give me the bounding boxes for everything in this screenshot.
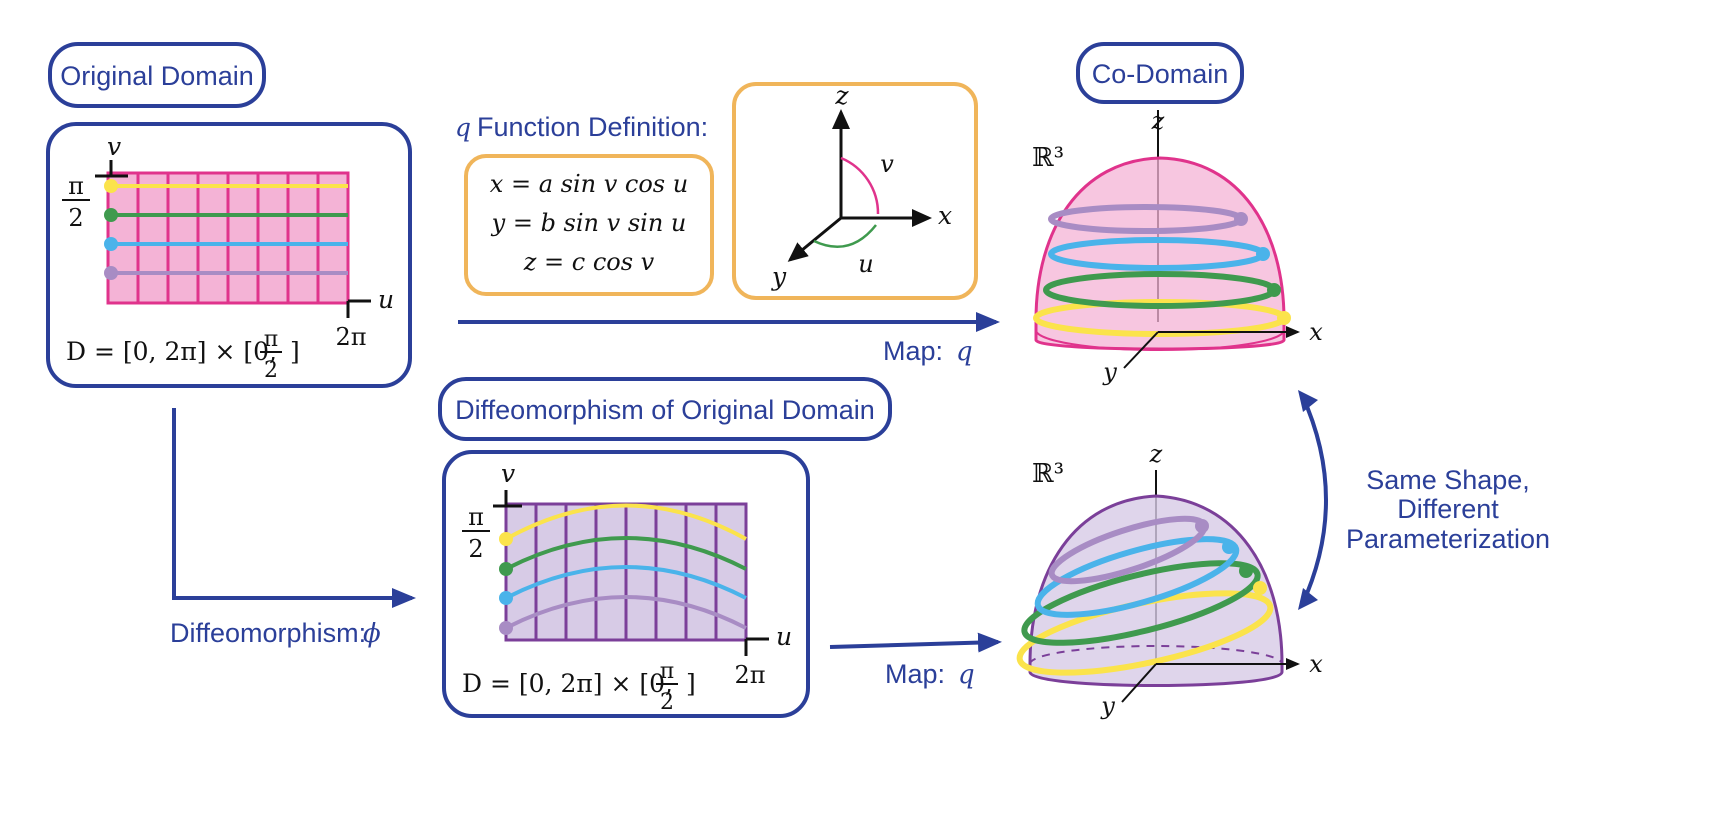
spherical-axes-box: z x y v u <box>732 81 978 300</box>
top-z-label: z <box>1151 107 1165 135</box>
map-label-bottom: Map: <box>885 659 945 689</box>
spherical-z-label: z <box>834 81 849 110</box>
co-domain-label: Co-Domain <box>1076 42 1244 104</box>
map-label-top: Map: <box>883 336 943 366</box>
orig-v-label: v <box>107 132 121 161</box>
top-hemisphere: ℝ³ z x y <box>1032 107 1323 386</box>
bottom-x-label: x <box>1309 650 1323 678</box>
bottom-hemisphere: ℝ³ z x y <box>1016 440 1323 720</box>
orig-domain-formula: D = [0, 2π] × [0, <box>66 337 277 366</box>
diffeomorphism-arrow <box>172 408 416 608</box>
diffeo-formula-frac-den: 2 <box>660 690 674 715</box>
equation-x: x = a sin v cos u <box>490 170 688 198</box>
orig-u-label: u <box>378 285 394 314</box>
same-shape-line2: Different <box>1397 494 1499 524</box>
original-domain-grid <box>106 171 350 305</box>
co-domain-text: Co-Domain <box>1092 59 1229 89</box>
original-domain-text: Original Domain <box>60 61 254 91</box>
original-domain-label: Original Domain <box>48 42 266 108</box>
orig-two-label: 2 <box>68 204 83 232</box>
diffeo-v-label: v <box>501 459 515 488</box>
diffeo-two-label: 2 <box>468 535 483 563</box>
bottom-r3-label: ℝ³ <box>1032 459 1064 489</box>
bottom-y-label: y <box>1100 692 1115 720</box>
original-domain-ticks <box>95 160 371 318</box>
bottom-z-label: z <box>1149 440 1163 468</box>
spherical-y-label: y <box>771 262 787 291</box>
diffeo-formula-frac-num: π <box>660 659 674 684</box>
same-shape-line3: Parameterization <box>1346 524 1550 554</box>
map-symbol-bottom: q <box>958 660 975 690</box>
original-domain-panel: v π 2 u 2π D = [0, 2π] × [0, π 2 ] <box>46 122 412 388</box>
top-x-label: x <box>1309 318 1323 346</box>
top-r3-label: ℝ³ <box>1032 143 1064 173</box>
orig-pi-label: π <box>68 172 84 200</box>
diffeo-formula-suffix: ] <box>686 669 696 698</box>
equation-z: z = c cos v <box>523 248 655 276</box>
function-definition-label: Function Definition: <box>477 112 708 142</box>
spherical-x-label: x <box>938 201 952 230</box>
diffeo-domain-label: Diffeomorphism of Original Domain <box>438 377 892 441</box>
diffeo-domain-formula: D = [0, 2π] × [0, <box>462 669 673 698</box>
diffeo-2pi-label: 2π <box>734 661 765 689</box>
function-symbol: q <box>455 113 471 142</box>
diffeo-u-label: u <box>776 622 792 651</box>
same-shape-line1: Same Shape, <box>1366 465 1530 495</box>
top-y-label: y <box>1102 358 1117 386</box>
diffeomorphism-label: Diffeomorphism: <box>170 618 366 648</box>
map-arrow-bottom <box>829 632 1002 653</box>
diffeomorphism-symbol: ϕ <box>363 619 381 649</box>
orig-2pi-label: 2π <box>335 323 366 351</box>
diffeo-domain-text: Diffeomorphism of Original Domain <box>455 395 875 425</box>
same-shape-arrow <box>1300 394 1328 606</box>
map-symbol-top: q <box>956 337 973 367</box>
original-domain-curves <box>104 179 348 280</box>
spherical-u-label: u <box>858 250 873 278</box>
spherical-v-label: v <box>880 150 894 178</box>
equations-box: x = a sin v cos u y = b sin v sin u z = … <box>464 154 714 296</box>
orig-formula-suffix: ] <box>290 337 300 366</box>
diffeo-domain-panel: v π 2 u 2π D = [0, 2π] × [0, π 2 ] <box>442 450 810 718</box>
diffeo-pi-label: π <box>468 503 484 531</box>
equation-y: y = b sin v sin u <box>491 209 687 237</box>
orig-formula-frac-den: 2 <box>264 358 278 383</box>
orig-formula-frac-num: π <box>264 327 278 352</box>
